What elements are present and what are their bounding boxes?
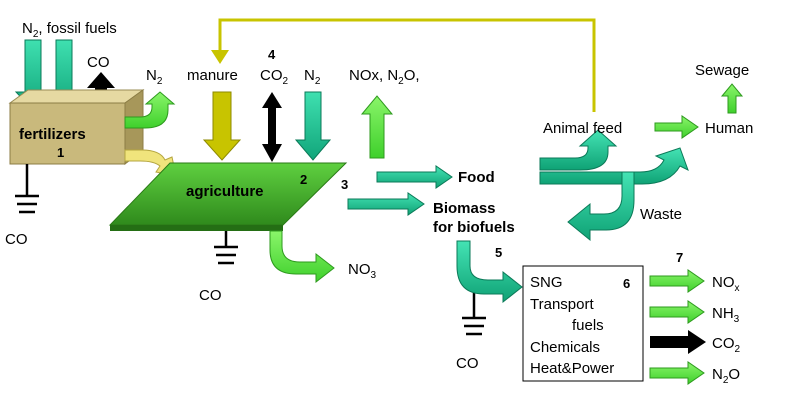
step-number-6: 6: [623, 276, 630, 291]
box-line-fuels: fuels: [572, 317, 604, 334]
output-nh3-arrow: [649, 300, 705, 324]
step-number-3: 3: [341, 177, 348, 192]
output-nh3-label: NH3: [712, 305, 740, 325]
step-number-2: 2: [300, 172, 307, 187]
n2-fossil-fuels-label: N2, fossil fuels: [22, 20, 117, 40]
output-nox-arrow: [649, 269, 705, 293]
food-to-human-arrow: [539, 147, 689, 185]
sewage-label: Sewage: [695, 62, 749, 79]
co-top-label: CO: [87, 54, 110, 71]
n2-arrow-down: [294, 91, 332, 161]
co-biofuels-label: CO: [456, 355, 479, 372]
output-co2-label: CO2: [712, 335, 741, 355]
step-number-1: 1: [57, 145, 64, 160]
step-number-7: 7: [676, 250, 683, 265]
animal-feed-to-human-arrow: [654, 115, 699, 139]
waste-label: Waste: [640, 206, 682, 223]
feedback-loop-arrowhead: [211, 50, 229, 64]
box-line-chemicals: Chemicals: [530, 339, 600, 356]
step-number-4: 4: [268, 47, 276, 62]
biofuels-products-box: [522, 265, 644, 382]
manure-label: manure: [187, 67, 238, 84]
no3-leaching-arrow: [269, 230, 335, 284]
fertilizer-n2-label: N2: [146, 67, 163, 87]
animal-feed-label: Animal feed: [543, 120, 622, 137]
output-n2o-label: N2O: [712, 366, 740, 386]
ground-symbol-biofuels: [462, 288, 486, 336]
human-label: Human: [705, 120, 753, 137]
agriculture-label: agriculture: [186, 183, 264, 200]
ground-symbol-fertilizers: [15, 164, 39, 214]
co2-label: CO2: [260, 67, 289, 87]
fertilizers-label: fertilizers: [19, 126, 86, 143]
nox-n2o-arrow-up: [360, 95, 394, 159]
nox-n2o-label: NOx, N2O,: [349, 67, 420, 87]
co-agriculture-label: CO: [199, 287, 222, 304]
co2-double-arrow-shaft: [268, 104, 276, 148]
fertilizer-n2-emission-arrow: [124, 91, 176, 129]
fertilizers-box-front: [9, 102, 126, 165]
agriculture-plane-edge: [110, 225, 283, 231]
biomass-to-biofuels-arrow: [456, 240, 523, 304]
feedback-loop-line: [218, 18, 596, 112]
no3-label: NO3: [348, 261, 377, 281]
output-nox-label: NOx: [712, 274, 740, 294]
ground-symbol-agriculture: [214, 231, 238, 265]
for-biofuels-label: for biofuels: [433, 219, 515, 236]
n2-agri-label: N2: [304, 67, 321, 87]
output-co2-arrow: [650, 330, 706, 354]
waste-arrow: [567, 171, 635, 242]
co-fertilizers-label: CO: [5, 231, 28, 248]
agriculture-to-food-arrow: [376, 165, 453, 189]
box-line-heat-power: Heat&Power: [530, 360, 614, 377]
output-n2o-arrow: [649, 361, 705, 385]
box-line-transport: Transport: [530, 296, 594, 313]
manure-arrow-down: [202, 91, 242, 161]
biomass-label: Biomass: [433, 200, 496, 217]
agriculture-to-biomass-arrow: [347, 192, 425, 216]
food-to-animal-feed-arrow: [539, 129, 618, 171]
box-line-sng: SNG: [530, 274, 563, 291]
step-number-5: 5: [495, 245, 502, 260]
fertilizers-box-top: [8, 89, 145, 104]
sewage-arrow-up: [720, 83, 744, 114]
food-label: Food: [458, 169, 495, 186]
